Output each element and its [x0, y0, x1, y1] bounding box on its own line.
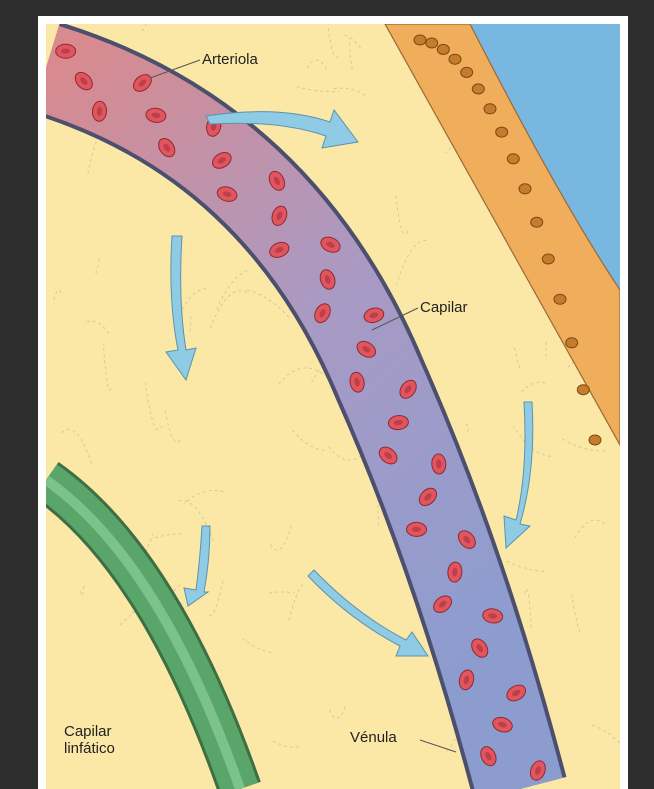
- label-venule: Vénula: [350, 729, 397, 746]
- epithelial-nucleus: [449, 54, 461, 64]
- epithelial-nucleus: [414, 35, 426, 45]
- epithelial-nucleus: [426, 38, 438, 48]
- epithelial-nucleus: [484, 104, 496, 114]
- red-blood-cell: [406, 522, 426, 536]
- epithelial-nucleus: [531, 217, 543, 227]
- epithelial-nucleus: [472, 84, 484, 94]
- epithelial-nucleus: [461, 67, 473, 77]
- label-capillary: Capilar: [420, 299, 468, 316]
- epithelial-nucleus: [507, 154, 519, 164]
- label-arteriole: Arteriola: [202, 51, 259, 68]
- epithelial-nucleus: [577, 385, 589, 395]
- label-lymph-line1: Capilar: [64, 723, 112, 740]
- epithelial-nucleus: [496, 127, 508, 137]
- epithelial-nucleus: [589, 435, 601, 445]
- epithelial-nucleus: [542, 254, 554, 264]
- red-blood-cell: [56, 44, 76, 58]
- epithelial-nucleus: [519, 184, 531, 194]
- label-lymph-line2: linfático: [64, 740, 115, 757]
- epithelial-nucleus: [566, 338, 578, 348]
- epithelial-nucleus: [554, 294, 566, 304]
- epithelial-nucleus: [437, 44, 449, 54]
